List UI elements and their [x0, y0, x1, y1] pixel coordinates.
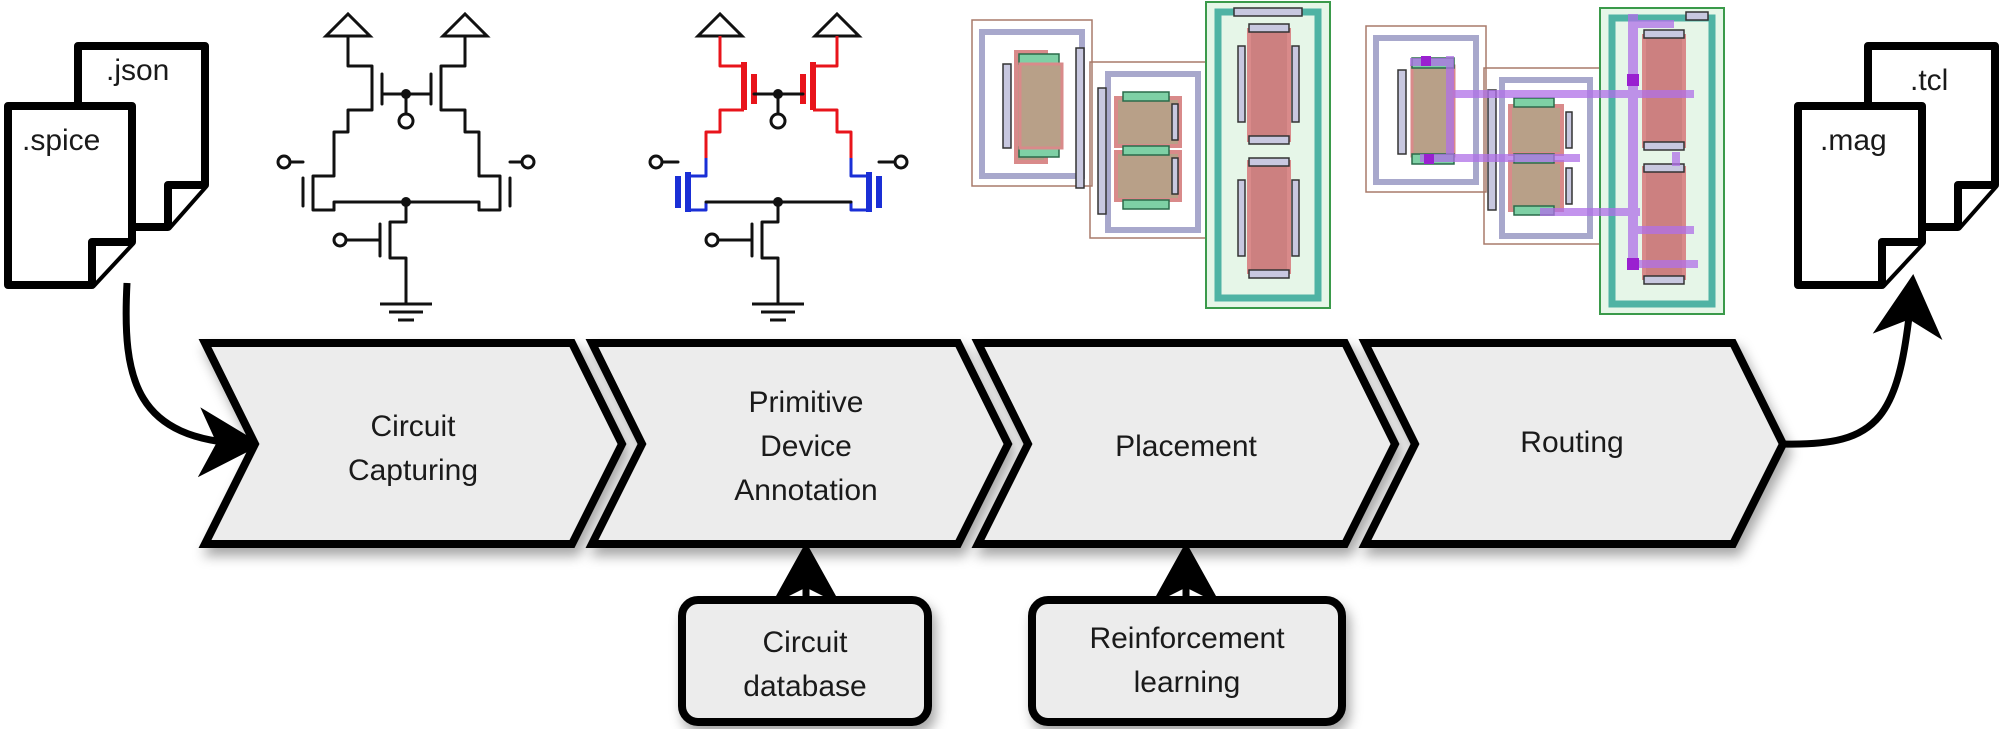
- schematic-annotated: [648, 12, 909, 322]
- stage-label-routing: Routing: [1520, 426, 1623, 459]
- json-file-label: .json: [106, 54, 169, 87]
- spice-file-icon: [4, 102, 136, 289]
- stage-label-device: Device: [760, 430, 852, 463]
- database-label-line1: Circuit: [762, 626, 848, 659]
- stage-label-circuit: Circuit: [370, 410, 456, 443]
- placement-layout: [971, 1, 1331, 309]
- spice-file-label: .spice: [22, 124, 100, 157]
- stage-label-annotation: Annotation: [734, 474, 877, 507]
- reinforcement-learning-box: [1028, 596, 1346, 726]
- database-label-line2: database: [743, 670, 866, 703]
- tcl-file-label: .tcl: [1910, 64, 1948, 97]
- input-files-icon: .json .spice: [4, 42, 209, 289]
- stage-label-primitive: Primitive: [748, 386, 863, 419]
- stage-circuit-capturing: [198, 339, 627, 548]
- stage-label-capturing: Capturing: [348, 454, 478, 487]
- mag-file-label: .mag: [1820, 124, 1887, 157]
- stage-primitive-device-annotation: [585, 339, 1013, 548]
- circuit-database-box: [678, 596, 932, 726]
- rl-label-line1: Reinforcement: [1089, 622, 1285, 655]
- output-files-icon: .tcl .mag: [1794, 42, 1999, 289]
- output-arrow: [1782, 274, 1943, 448]
- routing-layout: [1365, 7, 1725, 315]
- stage-routing: [1358, 339, 1788, 548]
- schematic-diff-amp: [276, 12, 536, 322]
- input-arrow: [122, 282, 262, 478]
- stage-placement: [971, 339, 1400, 548]
- stage-label-placement: Placement: [1115, 430, 1257, 463]
- rl-label-line2: learning: [1134, 666, 1241, 699]
